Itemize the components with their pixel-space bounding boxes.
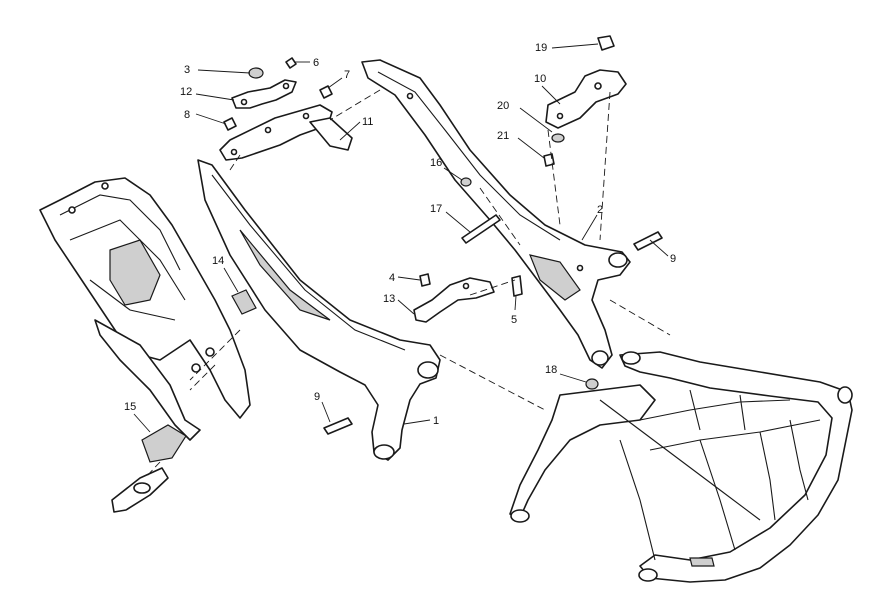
callout-19: 19 bbox=[535, 42, 547, 54]
callout-8: 8 bbox=[184, 109, 190, 121]
part-3-washer bbox=[248, 67, 264, 79]
part-5-bolt bbox=[511, 275, 523, 297]
callout-14: 14 bbox=[212, 255, 224, 267]
rear-tray-assembly bbox=[39, 177, 251, 441]
part-12-bracket bbox=[231, 79, 297, 109]
top-mounting-plate bbox=[219, 57, 353, 161]
callout-11: 11 bbox=[362, 116, 373, 128]
part-15-plate bbox=[141, 424, 187, 463]
callout-13: 13 bbox=[383, 293, 395, 305]
callout-5: 5 bbox=[511, 314, 517, 326]
callout-3: 3 bbox=[184, 64, 190, 76]
callout-leaders bbox=[133, 43, 669, 433]
callout-6: 6 bbox=[313, 57, 319, 69]
callout-1: 1 bbox=[433, 415, 439, 427]
part-1-side-arm bbox=[197, 159, 441, 461]
part-14-reflector bbox=[231, 289, 257, 315]
callout-18: 18 bbox=[545, 364, 557, 376]
part-16-nut bbox=[460, 177, 472, 187]
part-18-nut bbox=[585, 378, 599, 390]
part-13-bracket bbox=[413, 277, 495, 323]
callout-labels: 1 2 3 4 5 6 7 8 9 9 10 11 12 13 14 15 16… bbox=[124, 42, 676, 427]
main-frame bbox=[509, 351, 853, 583]
callout-20: 20 bbox=[497, 100, 509, 112]
callout-10: 10 bbox=[534, 73, 546, 85]
callout-2: 2 bbox=[597, 204, 603, 216]
callout-21: 21 bbox=[497, 130, 509, 142]
callout-4: 4 bbox=[389, 272, 395, 284]
assembly-dashed-lines bbox=[144, 89, 671, 479]
part-4-bolt bbox=[419, 273, 431, 287]
callout-16: 16 bbox=[430, 157, 442, 169]
license-light-bracket bbox=[111, 467, 169, 513]
callout-9-left: 9 bbox=[314, 391, 320, 403]
part-10-bracket bbox=[543, 35, 627, 167]
callout-12: 12 bbox=[180, 86, 192, 98]
callout-7: 7 bbox=[344, 69, 350, 81]
part-9-bolt-right bbox=[633, 231, 663, 251]
part-17-bolt bbox=[461, 214, 501, 244]
callout-17: 17 bbox=[430, 203, 442, 215]
callout-15: 15 bbox=[124, 401, 136, 413]
callout-9-right: 9 bbox=[670, 253, 676, 265]
part-9-bolt-left bbox=[323, 417, 353, 435]
part-2-side-arm bbox=[361, 59, 631, 369]
